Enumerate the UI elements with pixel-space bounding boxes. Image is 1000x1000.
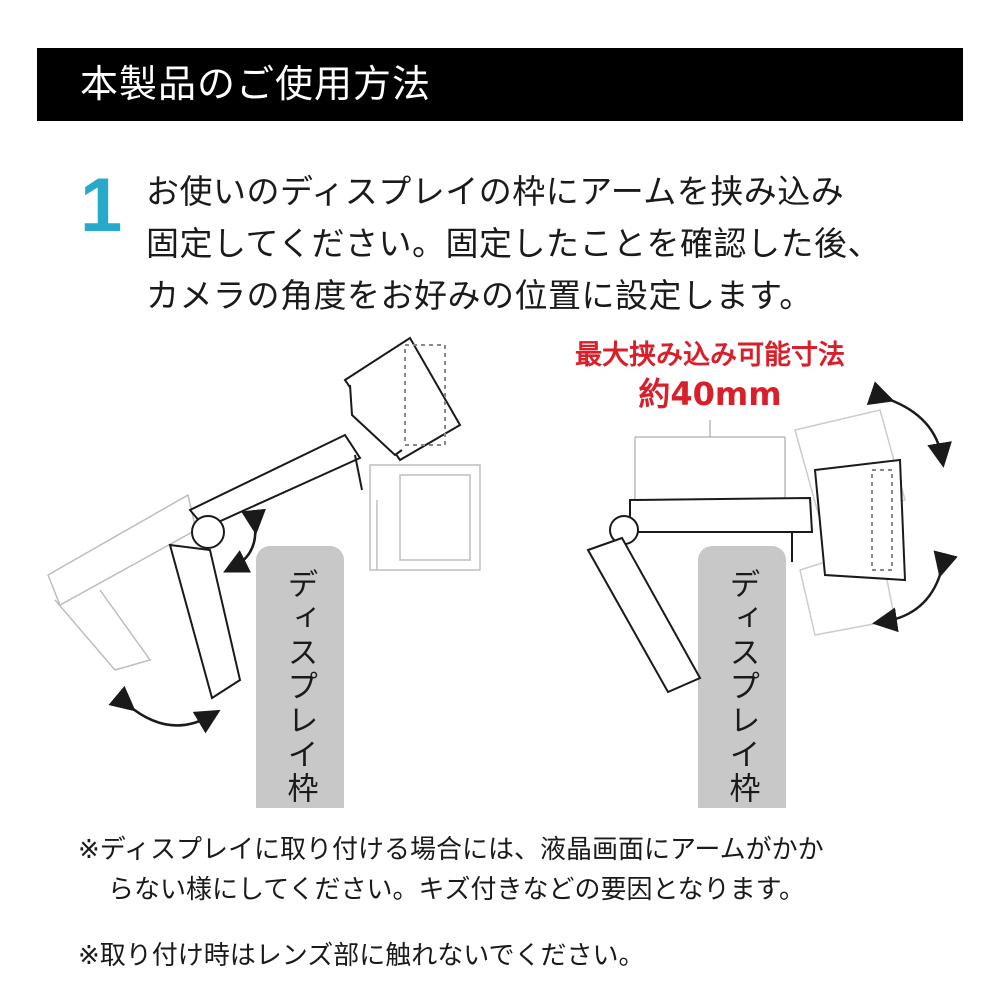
rotate-arrow-icon bbox=[108, 508, 266, 734]
note-line: ※取り付け時はレンズ部に触れないでください。 bbox=[78, 941, 645, 971]
note-line: らない様にしてください。キズ付きなどの要因となります。 bbox=[108, 875, 806, 905]
rotate-arrow-icon bbox=[866, 381, 958, 633]
step-line: お使いのディスプレイの枠にアームを挟み込み bbox=[146, 172, 845, 211]
step-instructions: お使いのディスプレイの枠にアームを挟み込み 固定してください。固定したことを確認… bbox=[146, 166, 926, 322]
step-number: 1 bbox=[80, 163, 123, 248]
step-line: カメラの角度をお好みの位置に設定します。 bbox=[146, 276, 813, 315]
notes: ※ディスプレイに取り付ける場合には、液晶画面にアームがかか らない様にしてくださ… bbox=[78, 830, 958, 976]
page-title: 本製品のご使用方法 bbox=[80, 62, 432, 106]
display-frame-left: ディスプレイ枠 bbox=[256, 546, 344, 808]
display-frame-label: ディスプレイ枠 bbox=[723, 568, 760, 806]
step-line: 固定してください。固定したことを確認した後、 bbox=[146, 224, 882, 263]
right-webcam bbox=[586, 458, 907, 694]
header-bar: 本製品のご使用方法 bbox=[37, 48, 963, 121]
max-clamp-value: 約40mm bbox=[638, 375, 782, 413]
webcam-illustration bbox=[47, 336, 958, 734]
display-frame-right: ディスプレイ枠 bbox=[698, 546, 786, 808]
display-frame-label: ディスプレイ枠 bbox=[281, 568, 318, 806]
max-clamp-label: 最大挟み込み可能寸法 bbox=[575, 340, 845, 371]
note-line: ※ディスプレイに取り付ける場合には、液晶画面にアームがかか bbox=[78, 835, 824, 865]
left-webcam bbox=[168, 336, 462, 700]
dimension-guide bbox=[634, 420, 786, 500]
max-clamp-dimension: 最大挟み込み可能寸法 約40mm bbox=[530, 338, 890, 414]
